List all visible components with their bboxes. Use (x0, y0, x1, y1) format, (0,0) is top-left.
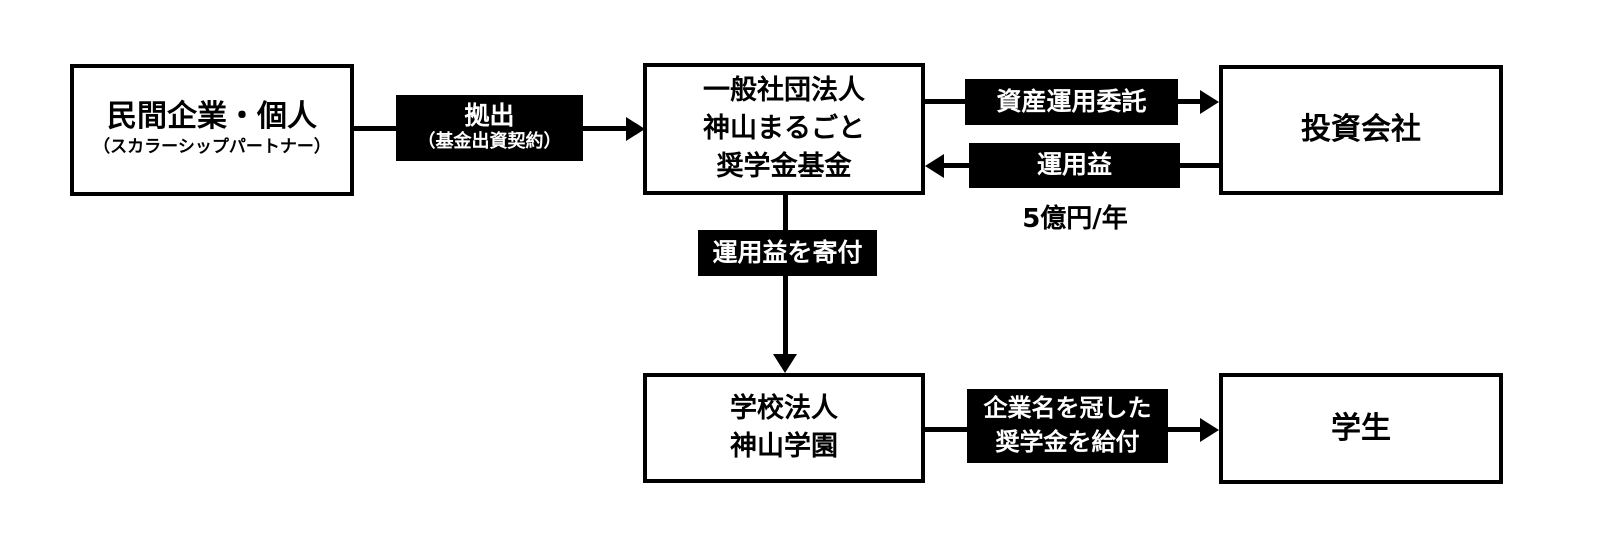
node-scholarship-fund-line2: 神山まるごと (703, 113, 865, 144)
node-students-title: 学生 (1331, 410, 1391, 446)
arrow-returns-head-icon (925, 154, 944, 178)
node-investment-company-title: 投資会社 (1301, 112, 1421, 147)
arrow-asset-management-head-icon (1200, 90, 1219, 114)
returns-amount-annotation: 5億円/年 (1022, 204, 1128, 234)
arrow-donate-head-icon (773, 354, 797, 373)
label-returns: 運用益 (969, 143, 1180, 188)
node-private-companies: 民間企業・個人 （スカラーシップパートナー） (70, 64, 354, 196)
label-donate-returns-text: 運用益を寄付 (712, 237, 863, 267)
label-scholarship-grant: 企業名を冠した 奨学金を給付 (967, 389, 1168, 463)
label-donate-returns: 運用益を寄付 (698, 230, 877, 276)
node-students: 学生 (1219, 373, 1503, 484)
label-asset-management-text: 資産運用委託 (996, 86, 1147, 116)
label-returns-text: 運用益 (1036, 150, 1112, 180)
label-scholarship-grant-line1: 企業名を冠した (983, 394, 1152, 423)
label-contribution-sub: （基金出資契約） (417, 131, 562, 153)
node-school-corporation-line1: 学校法人 (730, 393, 838, 424)
label-contribution: 拠出 （基金出資契約） (396, 95, 583, 161)
label-scholarship-grant-line2: 奨学金を給付 (995, 428, 1140, 456)
node-private-companies-title: 民間企業・個人 (107, 99, 317, 135)
node-school-corporation-line2: 神山学園 (730, 431, 838, 462)
label-contribution-main: 拠出 (464, 101, 515, 131)
label-asset-management: 資産運用委託 (965, 79, 1178, 125)
node-school-corporation: 学校法人 神山学園 (643, 373, 925, 483)
node-scholarship-fund: 一般社団法人 神山まるごと 奨学金基金 (643, 63, 925, 195)
arrow-scholarship-head-icon (1200, 418, 1219, 442)
node-scholarship-fund-line3: 奨学金基金 (716, 151, 852, 182)
arrow-contribution-head-icon (626, 117, 645, 141)
node-investment-company: 投資会社 (1219, 65, 1503, 195)
node-scholarship-fund-line1: 一般社団法人 (703, 75, 865, 106)
node-private-companies-subtitle: （スカラーシップパートナー） (93, 137, 331, 158)
